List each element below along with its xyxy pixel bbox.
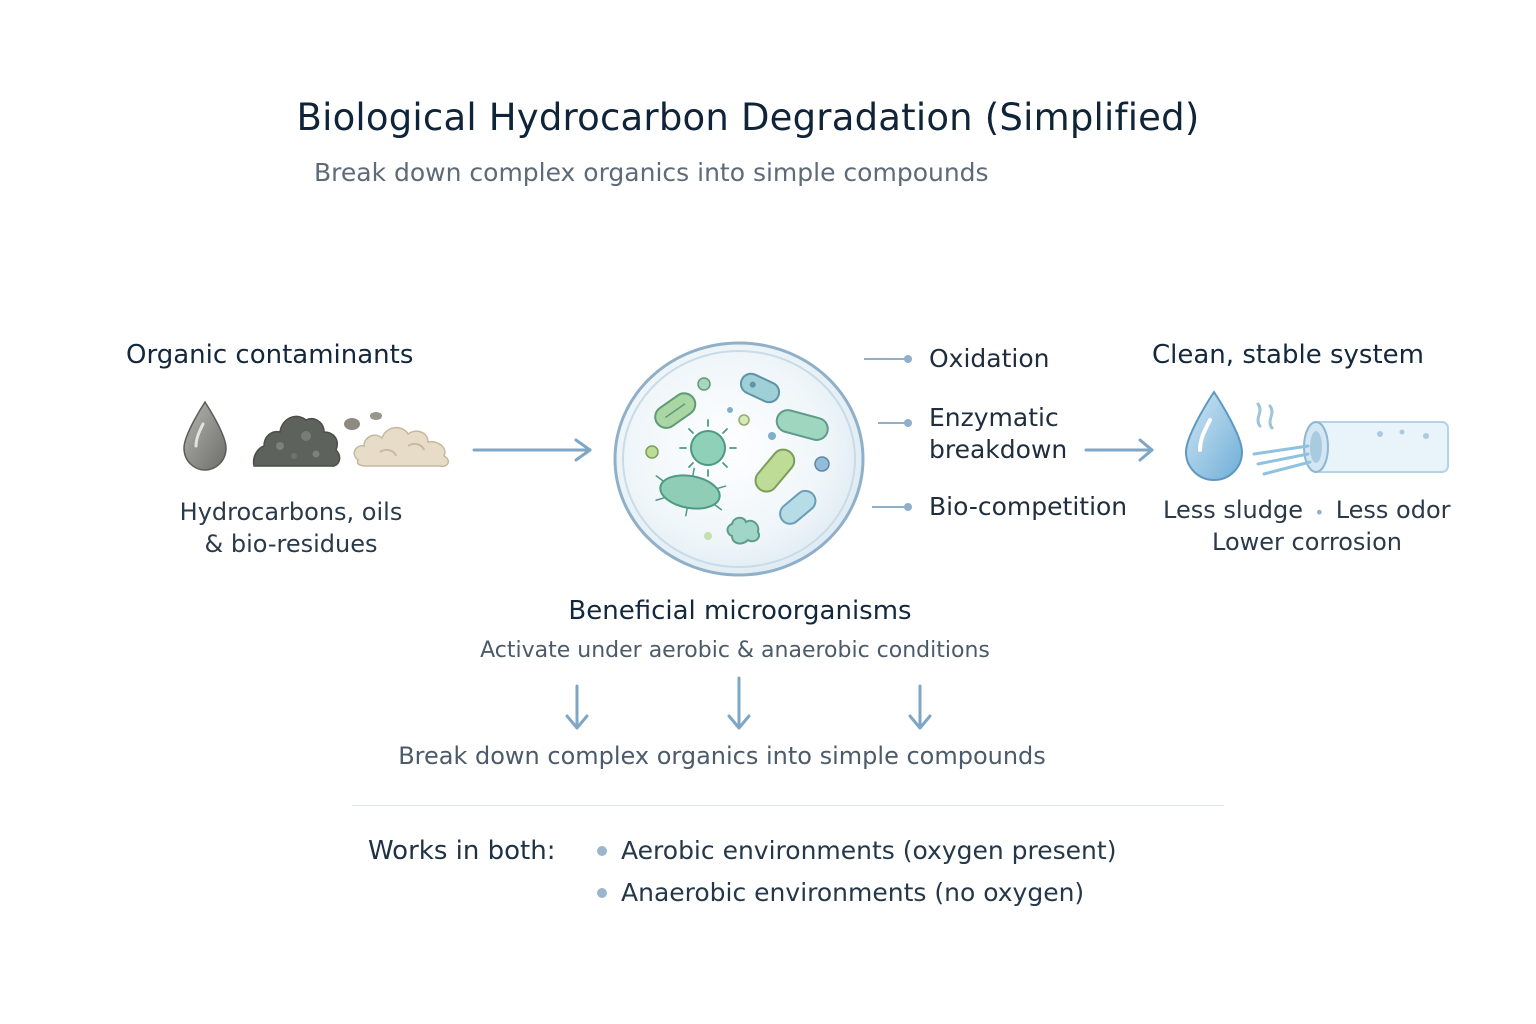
input-description: Hydrocarbons, oils & bio-residues: [150, 496, 432, 560]
page-subtitle: Break down complex organics into simple …: [314, 158, 989, 187]
benefit-less-sludge: Less sludge: [1163, 496, 1303, 524]
core-heading: Beneficial microorganisms: [568, 596, 912, 626]
oil-drop-icon: [183, 400, 227, 471]
residue-icon: [344, 412, 450, 468]
environment-anaerobic-text: Anaerobic environments (no oxygen): [621, 878, 1085, 907]
output-benefits-line-1: Less sludge • Less odor: [1163, 494, 1451, 529]
pipe-icon: [1252, 402, 1449, 476]
input-description-line-2: & bio-residues: [204, 530, 378, 558]
benefit-less-odor: Less odor: [1335, 496, 1451, 524]
core-result: Break down complex organics into simple …: [398, 742, 1046, 770]
mechanism-enzymatic-line-1: Enzymatic: [929, 403, 1059, 432]
sludge-icon: [252, 415, 341, 467]
mechanism-oxidation: Oxidation: [929, 344, 1050, 373]
arrow-input-to-microbes: [472, 438, 592, 462]
down-arrow-1: [565, 684, 589, 730]
divider: [352, 805, 1224, 806]
input-description-line-1: Hydrocarbons, oils: [179, 498, 403, 526]
benefit-lower-corrosion: Lower corrosion: [1212, 528, 1402, 556]
input-heading: Organic contaminants: [126, 340, 414, 370]
output-heading: Clean, stable system: [1152, 340, 1424, 370]
water-drop-icon: [1184, 390, 1244, 482]
bullet-icon: [597, 845, 607, 856]
environment-aerobic: Aerobic environments (oxygen present): [597, 836, 1116, 865]
mechanism-bio-competition: Bio-competition: [929, 492, 1128, 521]
core-caption: Activate under aerobic & anaerobic condi…: [480, 638, 990, 663]
petri-dish-icon: [613, 341, 865, 577]
bullet-icon: [597, 887, 607, 898]
mechanism-enzymatic: Enzymatic breakdown: [929, 402, 1067, 466]
environment-aerobic-text: Aerobic environments (oxygen present): [621, 836, 1117, 865]
environment-anaerobic: Anaerobic environments (no oxygen): [597, 878, 1084, 907]
benefit-separator: •: [1314, 503, 1325, 522]
mechanism-connector-1: [864, 355, 912, 363]
arrow-to-output: [1084, 438, 1154, 462]
down-arrow-3: [908, 684, 932, 730]
mechanism-enzymatic-line-2: breakdown: [929, 435, 1068, 464]
mechanism-connector-2: [878, 419, 912, 427]
page-title: Biological Hydrocarbon Degradation (Simp…: [296, 96, 1200, 139]
down-arrow-2: [727, 676, 751, 730]
mechanism-connector-3: [872, 503, 912, 511]
environments-label: Works in both:: [368, 836, 556, 866]
